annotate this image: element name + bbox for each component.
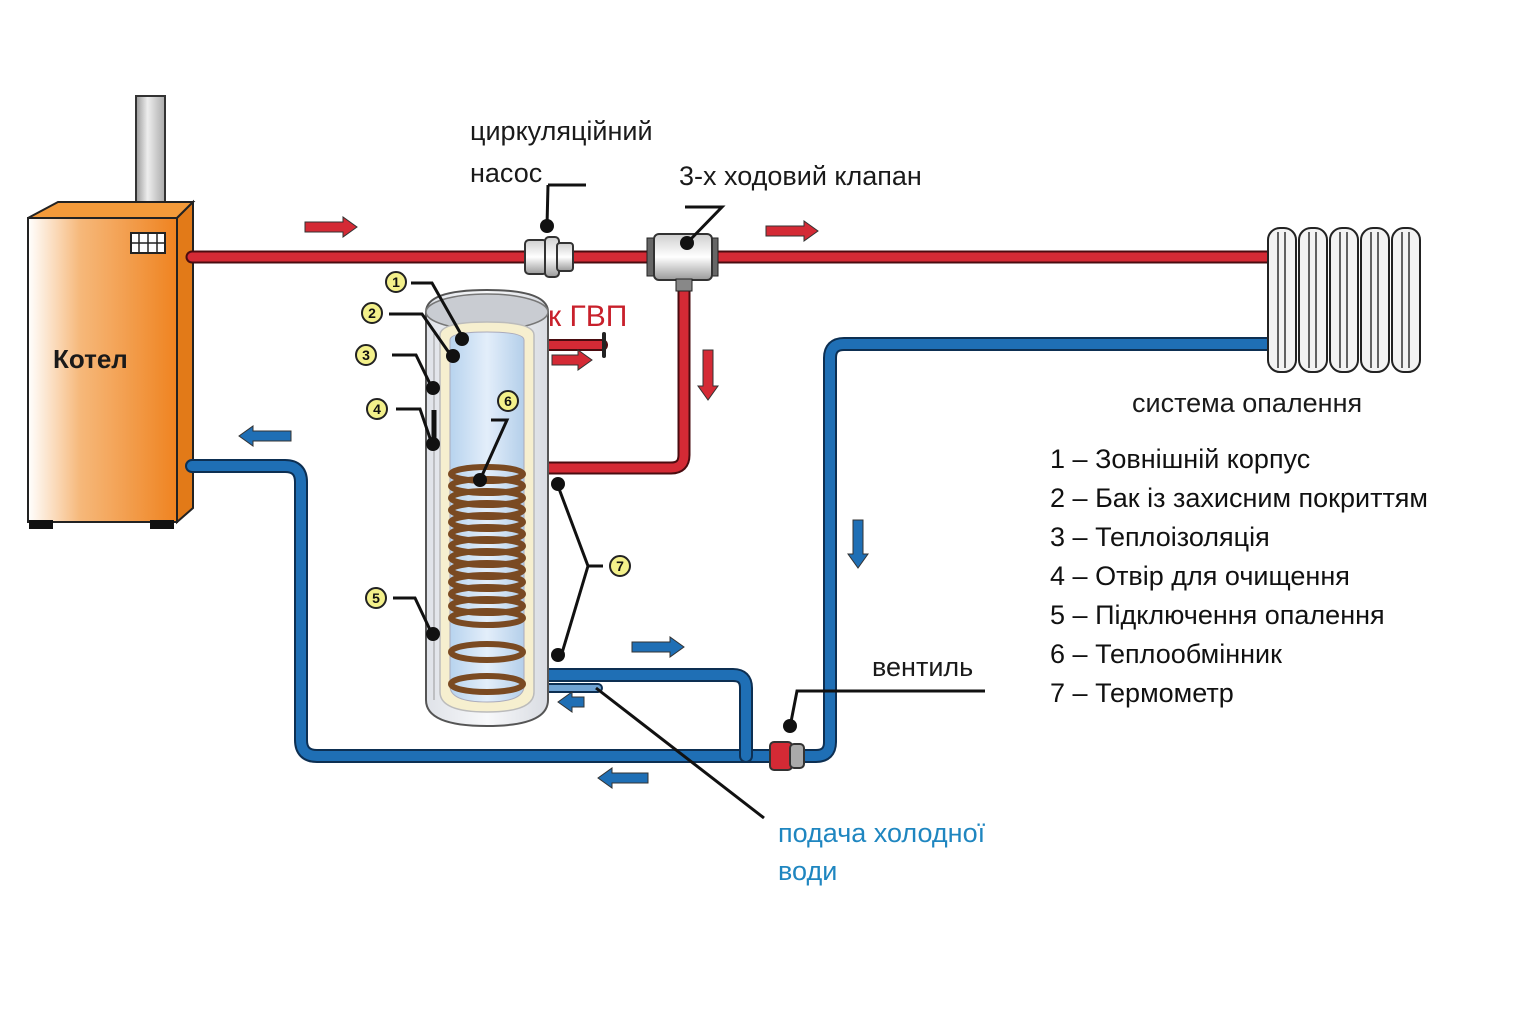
flow-arrow-right <box>631 636 685 658</box>
boiler <box>27 95 196 529</box>
marker-6: 6 <box>497 390 519 412</box>
flow-arrow-right <box>765 220 819 242</box>
cold-water-label-line2: води <box>778 856 838 886</box>
leader-dots <box>426 219 797 733</box>
legend-item: 2 – Бак із захисним покриттям <box>1050 483 1428 513</box>
boiler-side <box>176 199 194 525</box>
marker-number: 4 <box>373 401 381 417</box>
radiator-section <box>1360 227 1390 373</box>
marker-2: 2 <box>361 302 383 324</box>
numbered-markers: 12 3 4 5 6 7 <box>355 271 631 609</box>
marker-4: 4 <box>366 398 388 420</box>
leader-lines <box>389 183 985 820</box>
legend: 1 – Зовнішній корпус 2 – Бак із захисним… <box>1050 440 1428 713</box>
marker-5: 5 <box>365 587 387 609</box>
cold-return-pipe <box>185 337 1277 763</box>
pump-label-line1: циркуляційний <box>470 116 653 146</box>
flow-arrow-right <box>304 216 358 238</box>
flow-arrow-down <box>847 519 869 569</box>
radiator-section <box>1391 227 1421 373</box>
legend-item: 1 – Зовнішній корпус <box>1050 444 1311 474</box>
boiler-foot-left <box>29 520 53 529</box>
marker-number: 7 <box>616 558 624 574</box>
legend-item: 5 – Підключення опалення <box>1050 600 1385 630</box>
boiler-front <box>27 217 178 523</box>
marker-7: 7 <box>609 555 631 577</box>
hot-water-label: к ГВП <box>548 300 628 333</box>
flow-arrow-left <box>238 425 292 447</box>
flow-arrow-down <box>697 349 719 401</box>
circulation-pump <box>524 236 574 278</box>
marker-number: 5 <box>372 590 380 606</box>
marker-number: 1 <box>392 274 400 290</box>
shutoff-valve <box>769 741 805 771</box>
flow-arrow-left <box>597 767 649 789</box>
pump-label-line2: насос <box>470 158 543 188</box>
radiator-section <box>1298 227 1328 373</box>
boiler-foot-right <box>150 520 174 529</box>
legend-item: 3 – Теплоізоляція <box>1050 522 1270 552</box>
marker-3: 3 <box>355 344 377 366</box>
boiler-label: Котел <box>53 344 128 374</box>
marker-1: 1 <box>385 271 407 293</box>
boiler-top <box>27 201 196 219</box>
shutoff-valve-label: вентиль <box>872 652 974 682</box>
flow-arrow-left <box>557 691 585 713</box>
legend-item: 6 – Теплообмінник <box>1050 639 1282 669</box>
heat-exchanger-coil <box>448 464 526 695</box>
legend-item: 4 – Отвір для очищення <box>1050 561 1350 591</box>
coil-turn <box>448 641 526 663</box>
radiator-section <box>1267 227 1297 373</box>
marker-number: 3 <box>362 347 370 363</box>
flow-arrows <box>238 216 869 789</box>
marker-number: 6 <box>504 393 512 409</box>
chimney <box>135 95 166 215</box>
radiator-section <box>1329 227 1359 373</box>
radiator <box>1267 227 1421 373</box>
three-way-valve <box>646 233 719 292</box>
coil-turn <box>448 673 526 695</box>
three-way-valve-label: 3-х ходовий клапан <box>679 161 922 191</box>
cold-water-label-line1: подача холодної <box>778 818 986 848</box>
coil-turn <box>448 608 526 628</box>
flow-arrow-right <box>551 349 593 371</box>
hot-supply-pipe <box>185 250 1277 475</box>
marker-number: 2 <box>368 305 376 321</box>
heating-system-label: система опалення <box>1132 388 1363 418</box>
legend-item: 7 – Термометр <box>1050 678 1234 708</box>
